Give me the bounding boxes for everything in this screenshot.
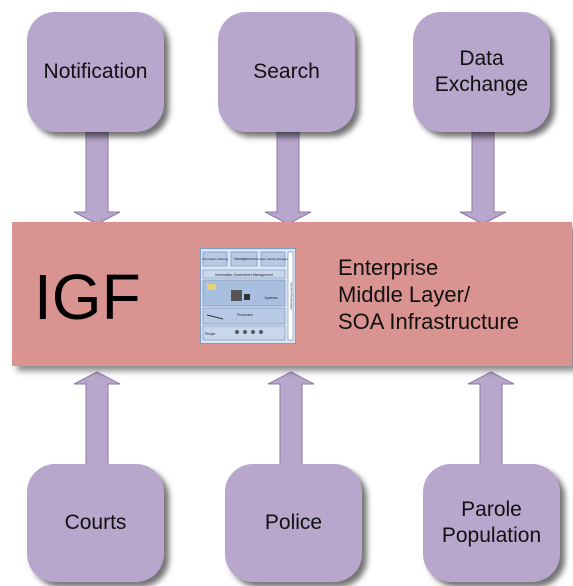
data-exchange-label: Data Exchange [434,47,529,96]
thumb-top-label-3: Information Identity Management [254,257,292,261]
igf-thumbnail: Information Sharing Management Informati… [200,248,296,344]
arrow-notification-down [73,131,121,225]
igf-thumbnail-graphic: Information Sharing Management Informati… [202,251,294,341]
notification-label: Notification [43,60,148,83]
arrow-police-up [267,371,315,469]
courts-box: Courts [27,464,164,582]
thumb-processes-label: Processes [237,313,253,317]
thumb-people-label: People [205,332,216,336]
arrow-courts-up [73,371,121,469]
igf-title: IGF [34,261,141,333]
notification-box: Notification [27,12,164,132]
arrow-parole-up [467,371,515,469]
arrow-data-exchange-down [459,131,507,225]
police-label: Police [264,511,323,534]
thumb-layer-label: Information Government Management [215,273,272,277]
police-box: Police [225,464,362,582]
thumb-top-label-1: Information Sharing [202,257,229,261]
thumb-side-label: Service Governance [290,282,294,310]
arrow-search-down [264,131,312,225]
parole-population-label: Parole Population [441,498,542,547]
search-label: Search [253,60,320,83]
enterprise-description: Enterprise Middle Layer/ SOA Infrastruct… [338,255,519,334]
parole-population-box: Parole Population [423,464,560,582]
thumb-systems-label: Systems [265,296,278,300]
courts-label: Courts [64,511,127,534]
data-exchange-box: Data Exchange [413,12,550,132]
thumb-top-label-2: Management [234,257,254,261]
search-box: Search [218,12,355,132]
